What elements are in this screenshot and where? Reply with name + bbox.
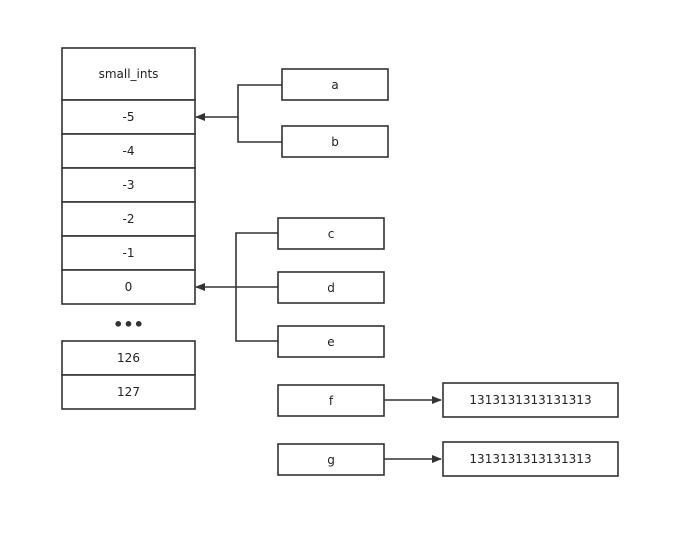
variable-b-label: b bbox=[331, 135, 339, 149]
array-cell-label: 0 bbox=[125, 280, 133, 294]
variable-e-label: e bbox=[327, 335, 334, 349]
array-cell-label: -2 bbox=[123, 212, 135, 226]
variable-e-box: e bbox=[277, 325, 385, 358]
array-cell-label: -1 bbox=[123, 246, 135, 260]
small-ints-header-cell: small_ints bbox=[61, 47, 196, 101]
variable-d-box: d bbox=[277, 271, 385, 304]
small-ints-array: small_ints -5 -4 -3 -2 -1 0 ••• 1 bbox=[61, 47, 196, 410]
variable-a-box: a bbox=[281, 68, 389, 101]
variable-b-box: b bbox=[281, 125, 389, 158]
array-cell-126: 126 bbox=[61, 340, 196, 376]
variable-c-box: c bbox=[277, 217, 385, 250]
array-cell-label: -4 bbox=[123, 144, 135, 158]
connector-cde-to-zero bbox=[195, 232, 278, 342]
object-g-value-box: 1313131313131313 bbox=[442, 441, 619, 477]
variable-a-label: a bbox=[331, 78, 338, 92]
array-cell-minus-4: -4 bbox=[61, 133, 196, 169]
array-cell-minus-5: -5 bbox=[61, 99, 196, 135]
variable-d-label: d bbox=[327, 281, 335, 295]
array-cell-minus-2: -2 bbox=[61, 201, 196, 237]
object-f-value-label: 1313131313131313 bbox=[469, 393, 591, 407]
small-ints-header-label: small_ints bbox=[99, 67, 159, 81]
ellipsis-dots: ••• bbox=[113, 315, 144, 334]
array-cell-label: 126 bbox=[117, 351, 140, 365]
object-g-value-label: 1313131313131313 bbox=[469, 452, 591, 466]
array-cell-label: -3 bbox=[123, 178, 135, 192]
connector-ab-to-minus-5 bbox=[195, 84, 282, 143]
variable-f-box: f bbox=[277, 384, 385, 417]
variable-g-label: g bbox=[327, 453, 335, 467]
variable-g-box: g bbox=[277, 443, 385, 476]
array-cell-zero: 0 bbox=[61, 269, 196, 305]
variable-c-label: c bbox=[328, 227, 335, 241]
array-cell-minus-3: -3 bbox=[61, 167, 196, 203]
object-f-value-box: 1313131313131313 bbox=[442, 382, 619, 418]
array-cell-label: 127 bbox=[117, 385, 140, 399]
array-cell-127: 127 bbox=[61, 374, 196, 410]
array-cell-label: -5 bbox=[123, 110, 135, 124]
array-cell-minus-1: -1 bbox=[61, 235, 196, 271]
variable-f-label: f bbox=[329, 394, 334, 408]
